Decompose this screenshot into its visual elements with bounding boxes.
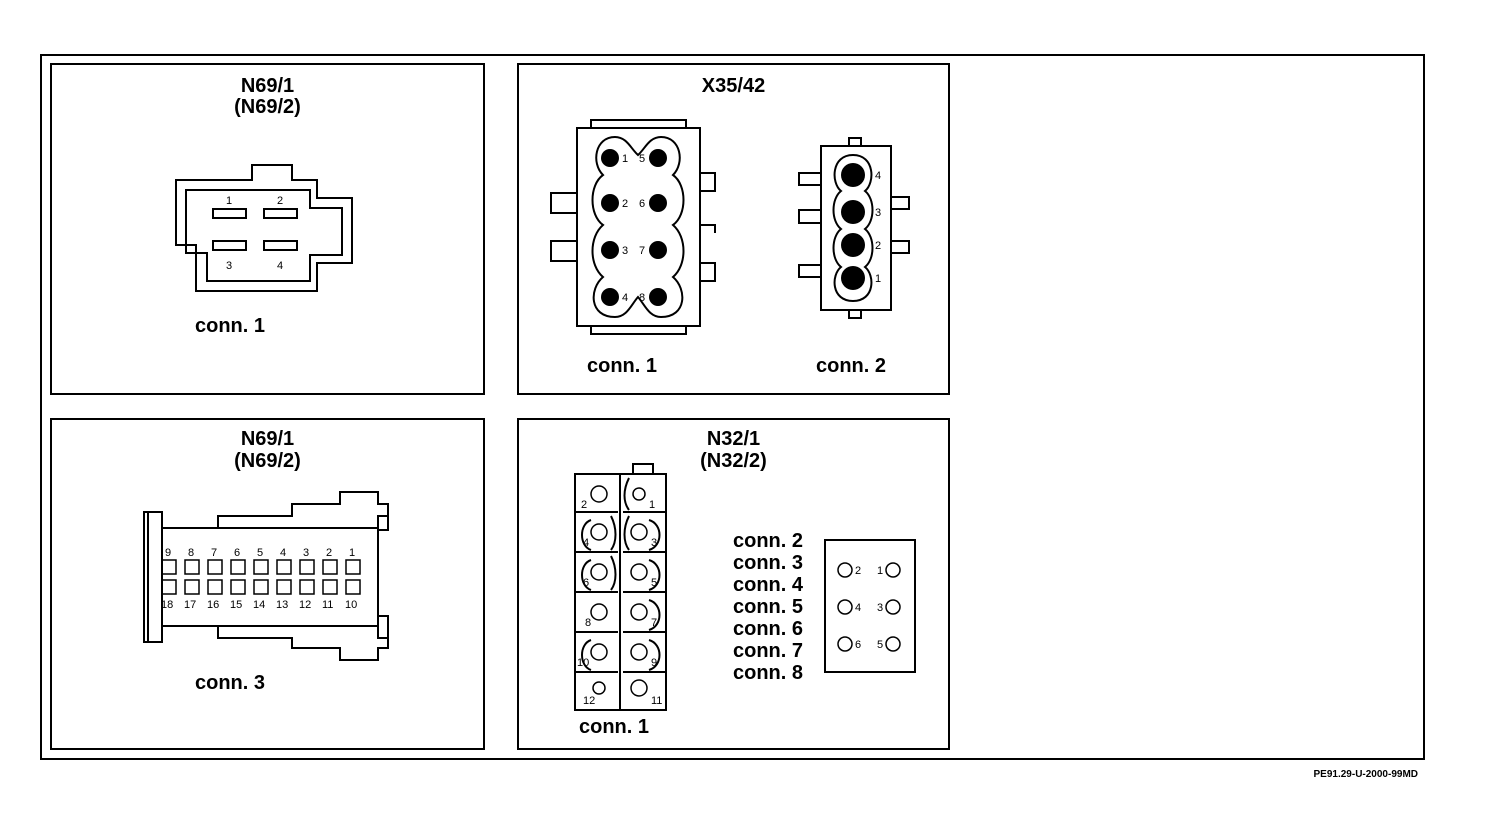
pin-label: 3 — [651, 537, 657, 549]
pin-label: 1 — [649, 499, 655, 511]
pin-label: 10 — [577, 657, 589, 669]
connector-list-item: conn. 8 — [733, 662, 804, 684]
pin-label: 8 — [639, 292, 645, 304]
pin-label: 1 — [622, 153, 628, 165]
connector-list-item: conn. 7 — [733, 640, 804, 662]
pin-label: 12 — [299, 599, 311, 611]
pin-label: 11 — [322, 599, 333, 611]
pin-label: 18 — [161, 599, 173, 611]
pin-label: 8 — [585, 617, 591, 629]
connector-label: conn. 2 — [816, 355, 887, 377]
connector-list-item: conn. 3 — [733, 552, 804, 574]
pin-label: 5 — [639, 153, 645, 165]
panel-subtitle: (N32/2) — [700, 450, 767, 472]
connector-list-item: conn. 4 — [733, 574, 804, 596]
panel-title: N32/1 — [706, 428, 761, 450]
panel-n32: N32/1 (N32/2) 2 4 6 8 10 12 — [517, 418, 950, 750]
pin-label: 16 — [207, 599, 219, 611]
pin-label: 9 — [165, 547, 171, 559]
pin-label: 6 — [639, 198, 645, 210]
panel-subtitle: (N69/2) — [234, 96, 301, 118]
pin-label: 3 — [226, 260, 232, 272]
pin-label: 1 — [877, 565, 883, 577]
pin-label: 17 — [184, 599, 196, 611]
pin-label: 15 — [230, 599, 242, 611]
connector-4pin-drawing: 1 2 3 4 — [175, 164, 353, 292]
panel-title: N69/1 — [240, 75, 295, 97]
panel-subtitle: (N69/2) — [234, 450, 301, 472]
pin-label: 11 — [651, 695, 662, 707]
pin-label: 14 — [253, 599, 265, 611]
connector-18pin-drawing: 9 8 7 6 5 4 3 2 1 18 17 16 15 14 13 12 1… — [143, 491, 389, 661]
connector-label: conn. 1 — [579, 716, 650, 738]
pin-label: 6 — [234, 547, 240, 559]
pin-label: 2 — [277, 195, 283, 207]
pin-label: 3 — [303, 547, 309, 559]
pin-label: 5 — [257, 547, 263, 559]
pin-label: 4 — [277, 260, 283, 272]
pin-label: 12 — [583, 695, 595, 707]
panel-title: N69/1 — [240, 428, 295, 450]
panel-n69-conn3: N69/1 (N69/2) 9 8 7 6 5 4 — [50, 418, 485, 750]
pin-label: 5 — [877, 639, 883, 651]
connector-list-item: conn. 5 — [733, 596, 804, 618]
diagram-frame — [40, 54, 1425, 760]
pin-label: 13 — [276, 599, 288, 611]
connector-label: conn. 3 — [195, 672, 266, 694]
connector-label: conn. 1 — [587, 355, 658, 377]
pin-label: 9 — [651, 657, 657, 669]
connector-8pin-and-4pin-drawing: 1 2 3 4 5 6 7 8 4 3 2 1 — [550, 119, 910, 335]
connector-label: conn. 1 — [195, 315, 266, 337]
pin-label: 4 — [622, 292, 628, 304]
panel-x35-42: X35/42 — [517, 63, 950, 395]
pin-label: 4 — [583, 537, 589, 549]
pin-label: 6 — [855, 639, 861, 651]
pin-label: 2 — [581, 499, 587, 511]
pin-label: 1 — [226, 195, 232, 207]
pin-label: 4 — [875, 170, 881, 182]
pin-label: 2 — [622, 198, 628, 210]
panel-title: X35/42 — [701, 75, 766, 97]
pin-label: 5 — [651, 577, 657, 589]
pin-label: 1 — [875, 273, 881, 285]
pin-label: 10 — [345, 599, 357, 611]
pin-label: 8 — [188, 547, 194, 559]
pin-label: 4 — [855, 602, 861, 614]
pin-label: 4 — [280, 547, 286, 559]
pin-label: 3 — [875, 207, 881, 219]
panel-n69-conn1: N69/1 (N69/2) 1 2 3 4 conn. 1 — [50, 63, 485, 395]
pin-label: 7 — [651, 617, 657, 629]
pin-label: 7 — [639, 245, 645, 257]
pin-label: 2 — [875, 240, 881, 252]
connector-12pin-and-6pin-drawing: 2 4 6 8 10 12 1 3 5 7 9 11 2 1 4 3 6 5 — [574, 463, 916, 711]
reference-code: PE91.29-U-2000-99MD — [1313, 769, 1419, 780]
connector-list: conn. 2 conn. 3 conn. 4 conn. 5 conn. 6 … — [733, 530, 803, 684]
connector-list-item: conn. 2 — [733, 530, 804, 552]
pin-label: 2 — [326, 547, 332, 559]
pin-label: 3 — [877, 602, 883, 614]
pin-label: 1 — [349, 547, 355, 559]
pin-label: 3 — [622, 245, 628, 257]
pin-label: 2 — [855, 565, 861, 577]
pin-label: 6 — [583, 577, 589, 589]
pin-label: 7 — [211, 547, 217, 559]
connector-list-item: conn. 6 — [733, 618, 804, 640]
